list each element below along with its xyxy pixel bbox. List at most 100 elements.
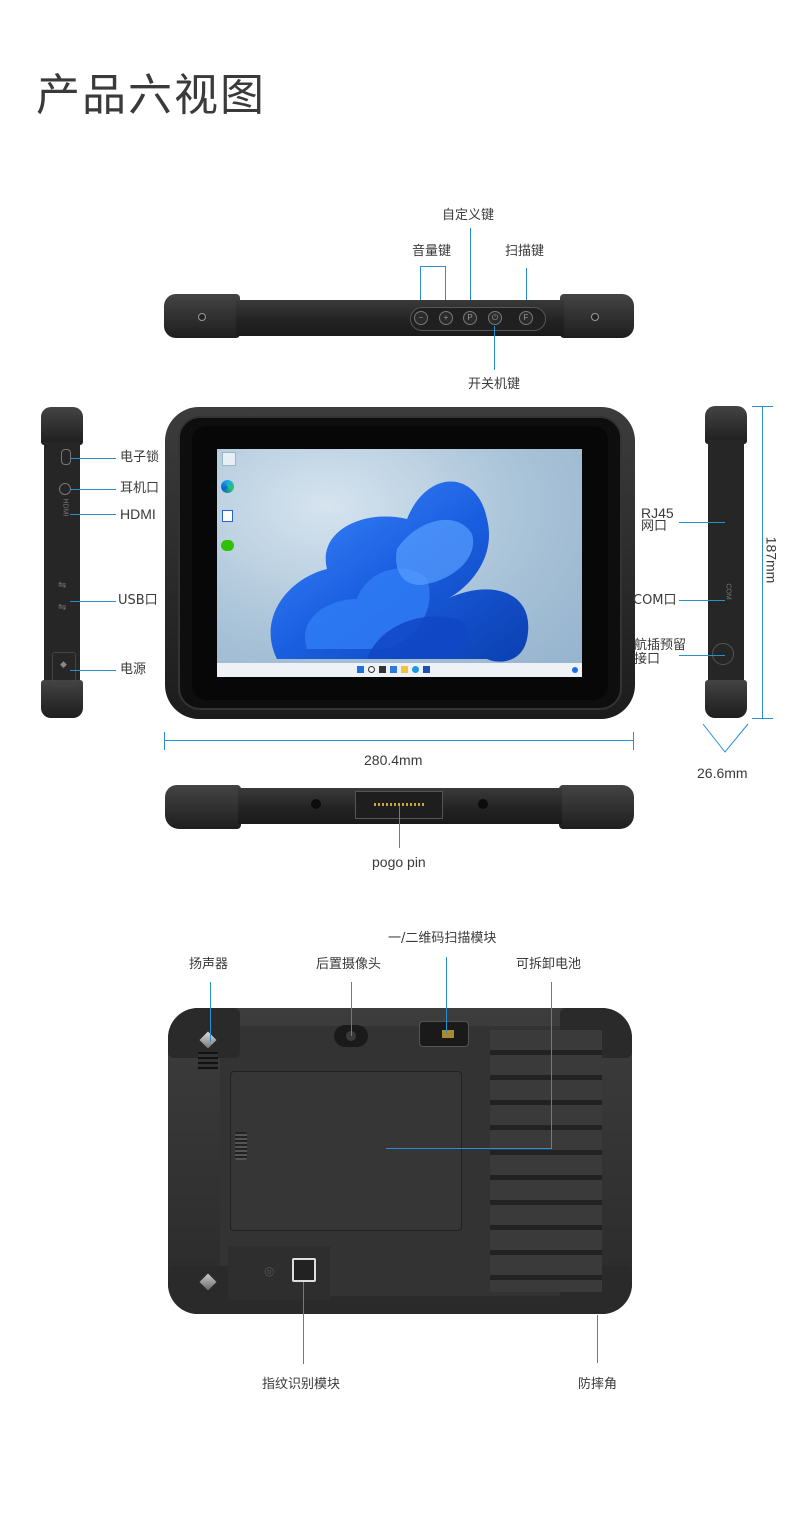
corner-bumper-tl <box>168 1008 240 1058</box>
label-com: COM口 <box>633 593 677 608</box>
battery-latch[interactable] <box>235 1132 247 1160</box>
page-title: 产品六视图 <box>36 70 266 121</box>
leader-usb <box>70 601 116 602</box>
power-button[interactable]: ⏻ <box>488 311 502 325</box>
fingerprint-sensor <box>292 1258 316 1282</box>
custom-p-button[interactable]: P <box>463 311 477 325</box>
label-earphone: 耳机口 <box>120 481 160 496</box>
rear-camera <box>334 1025 368 1047</box>
leader-corner <box>597 1315 598 1363</box>
leader-camera <box>351 982 352 1036</box>
label-scanner: 一/二维码扫描模块 <box>388 931 497 946</box>
search-icon[interactable] <box>368 666 375 673</box>
task-view-icon[interactable] <box>379 666 386 673</box>
label-volume-key: 音量键 <box>412 244 452 259</box>
label-corner: 防摔角 <box>578 1377 618 1392</box>
leader-scan-key <box>526 268 527 316</box>
leader-lock <box>70 458 116 459</box>
lock-slot-icon <box>61 449 71 465</box>
speaker-grille-icon <box>198 1052 218 1070</box>
height-dimension-label: 187mm <box>763 536 780 584</box>
depth-dimension-arrow <box>702 723 749 753</box>
width-dimension-line <box>164 740 634 741</box>
label-camera: 后置摄像头 <box>316 957 382 972</box>
volume-down-button[interactable]: − <box>414 311 428 325</box>
file-explorer-icon[interactable] <box>401 666 408 673</box>
label-aviation-line1: 航插预留 <box>634 638 687 653</box>
leader-battery-vertical <box>551 982 552 1148</box>
com-engraving: COM <box>724 583 732 600</box>
bottom-left-bumper <box>165 785 241 829</box>
widgets-icon[interactable] <box>390 666 397 673</box>
label-rj45-line2: 网口 <box>641 519 668 534</box>
label-aviation-line2: 接口 <box>634 652 661 667</box>
left-edge-body <box>44 442 80 682</box>
leader-earphone <box>70 489 116 490</box>
leader-rj45 <box>679 522 725 523</box>
width-dimension-tick-left <box>164 732 165 750</box>
leader-volume-right <box>445 266 446 316</box>
camera-lens-icon <box>346 1031 356 1041</box>
leader-battery-horizontal <box>386 1148 552 1149</box>
width-dimension-label: 280.4mm <box>364 752 423 768</box>
height-dimension-tick-top <box>752 406 773 407</box>
label-speaker: 扬声器 <box>189 957 229 972</box>
store-icon[interactable] <box>423 666 430 673</box>
leader-speaker <box>210 982 211 1042</box>
label-pogo: pogo pin <box>372 854 426 870</box>
power-port-cover <box>52 652 76 686</box>
height-dimension-line <box>762 406 763 719</box>
scanner-sensor-icon <box>442 1030 454 1038</box>
recycle-bin-icon[interactable] <box>222 452 236 466</box>
start-button-icon[interactable] <box>357 666 364 673</box>
explorer-icon[interactable] <box>222 510 233 522</box>
width-dimension-tick-right <box>633 732 634 750</box>
leader-com <box>679 600 725 601</box>
label-lock: 电子锁 <box>120 450 160 465</box>
edge-taskbar-icon[interactable] <box>412 666 419 673</box>
label-rj45-line1: RJ45 <box>641 505 674 521</box>
right-top-bumper <box>705 406 747 444</box>
leader-volume-left <box>420 266 421 316</box>
label-power-key: 开关机键 <box>468 377 521 392</box>
fingerprint-icon: ◎ <box>264 1264 275 1278</box>
right-bottom-bumper <box>705 680 747 718</box>
dc-power-icon: ◆ <box>60 660 67 670</box>
leader-fingerprint <box>303 1282 304 1364</box>
leader-volume-bracket <box>420 266 446 267</box>
depth-dimension-label: 26.6mm <box>697 765 748 781</box>
aviation-port-icon <box>712 643 734 665</box>
left-top-bumper <box>41 407 83 445</box>
volume-up-button[interactable]: + <box>439 311 453 325</box>
battery-cover <box>230 1071 462 1231</box>
screw-icon <box>198 313 206 321</box>
pogo-pins-icon <box>374 803 426 806</box>
label-usb: USB口 <box>118 593 158 608</box>
edge-browser-icon[interactable] <box>221 480 234 493</box>
leader-pogo <box>399 806 400 848</box>
back-ribs <box>490 1030 602 1292</box>
mount-hole-icon <box>478 799 488 809</box>
label-power: 电源 <box>120 662 147 677</box>
notification-icon[interactable] <box>572 667 578 673</box>
wallpaper-bloom-icon <box>270 481 529 662</box>
label-fingerprint: 指纹识别模块 <box>262 1377 341 1392</box>
leader-custom-key <box>470 228 471 316</box>
scan-f-button[interactable]: F <box>519 311 533 325</box>
usb-icon: ⇋ <box>58 580 67 591</box>
wechat-icon[interactable] <box>221 540 234 551</box>
leader-power-key <box>494 326 495 370</box>
label-hdmi: HDMI <box>120 506 156 522</box>
barcode-scanner-window <box>419 1021 469 1047</box>
screen[interactable] <box>217 449 582 677</box>
mount-hole-icon <box>311 799 321 809</box>
left-bottom-bumper <box>41 680 83 718</box>
height-dimension-tick-bottom <box>752 718 773 719</box>
screw-icon <box>591 313 599 321</box>
leader-power <box>70 670 116 671</box>
bottom-right-bumper <box>559 785 634 829</box>
leader-scanner <box>446 957 447 1033</box>
taskbar <box>217 663 582 677</box>
leader-hdmi <box>70 514 116 515</box>
hdmi-engraving: HDMI <box>61 498 69 517</box>
